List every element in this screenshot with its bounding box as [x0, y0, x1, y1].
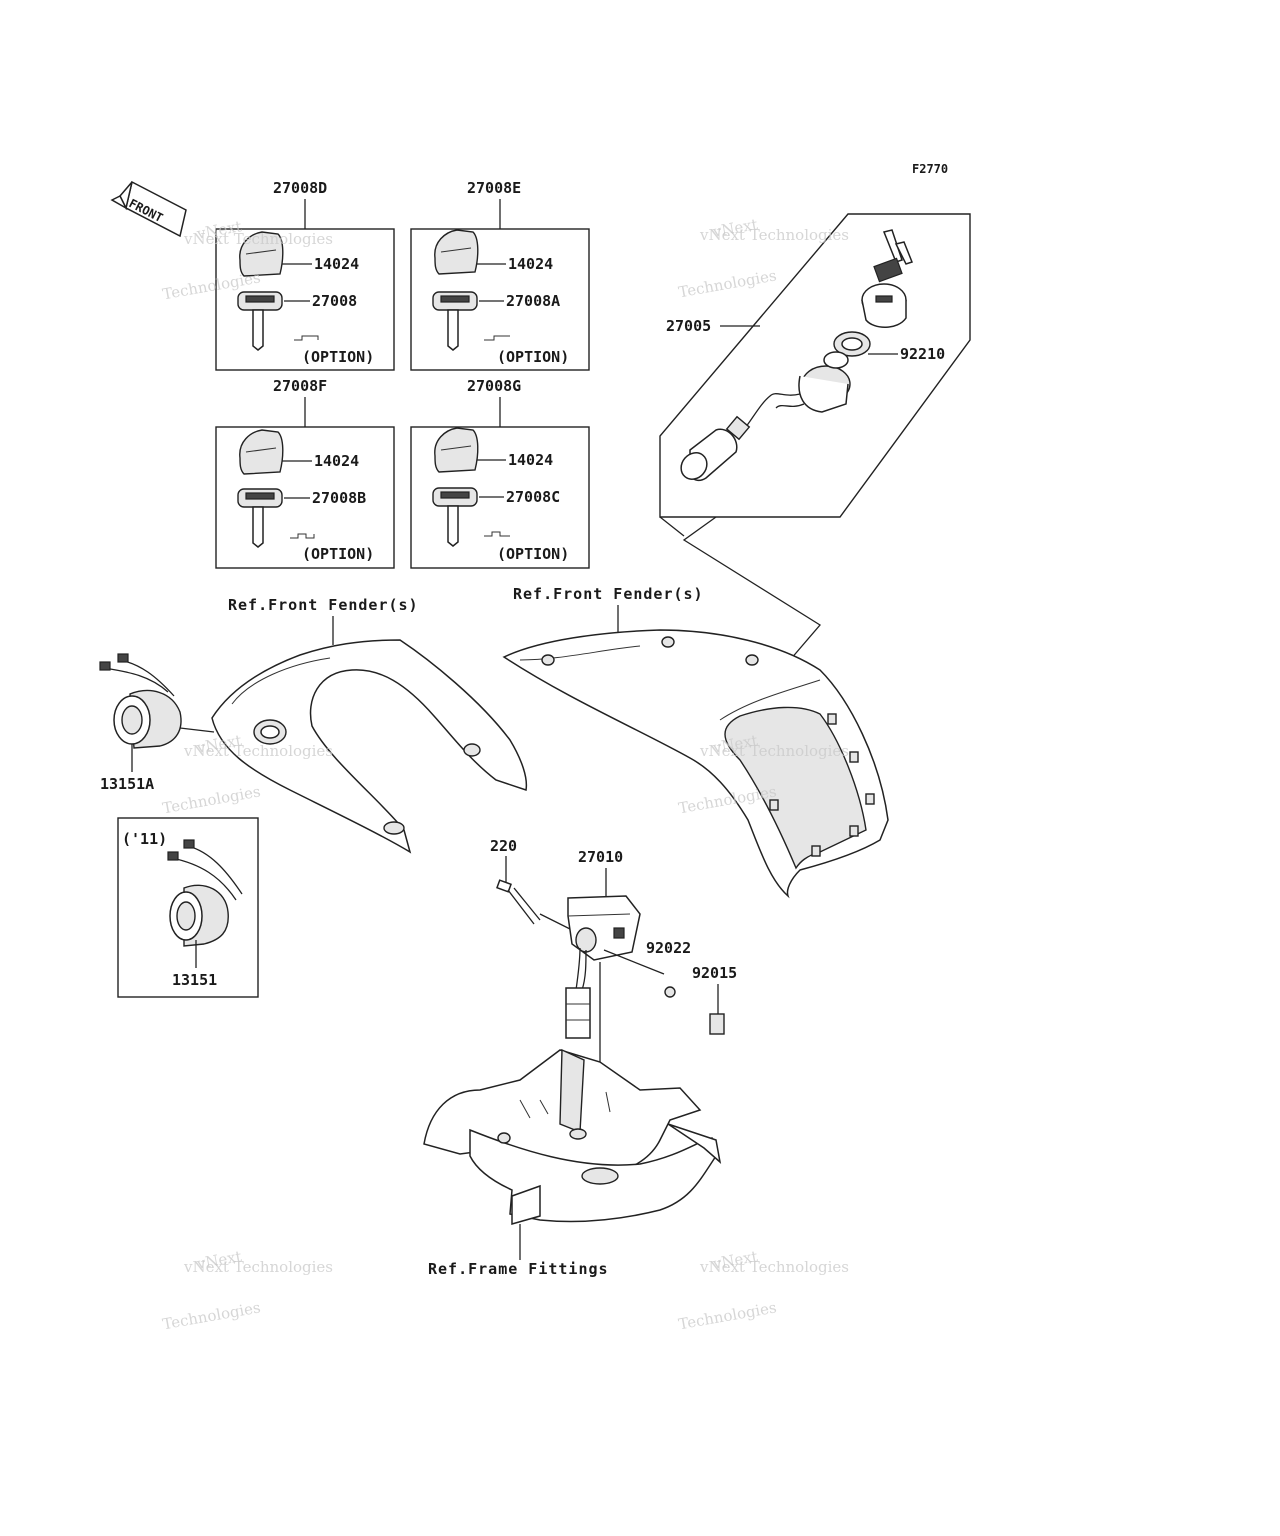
watermark-6: vNext vNext Technologies Technologies	[677, 1247, 849, 1333]
key-set-27008d: 27008D 14024 27008 (OPTION)	[215, 179, 395, 371]
nut-clip-icon	[709, 1013, 725, 1035]
option-note: (OPTION)	[302, 545, 374, 563]
key-cut-icon	[290, 533, 315, 539]
key-head-part: 14024	[314, 255, 359, 273]
svg-text:vNext Technologies: vNext Technologies	[699, 1258, 849, 1276]
ref-fender-right: Ref.Front Fender(s)	[513, 585, 704, 603]
ignition-switch-assembly: 27005 92210	[659, 213, 971, 537]
key-cut-icon	[484, 531, 510, 537]
washer-icon	[664, 986, 676, 998]
ignition-switch-code: 27005	[666, 317, 711, 335]
bracket-parts: 220 27010 92022 92015	[490, 837, 737, 1148]
switch-box-icon	[567, 895, 641, 961]
key-set-27008e: 27008E 14024 27008A (OPTION)	[410, 179, 590, 371]
key-blade-part: 27008C	[506, 488, 560, 506]
key-head-part: 14024	[508, 451, 553, 469]
socket-a-code: 13151A	[100, 775, 154, 793]
svg-text:vNext Technologies: vNext Technologies	[183, 742, 333, 760]
right-fender: Ref.Front Fender(s)	[502, 585, 889, 899]
key-blade-icon	[432, 291, 478, 351]
svg-text:Technologies: Technologies	[677, 1298, 778, 1333]
switch-part: 27010	[578, 848, 623, 866]
key-set-code: 27008E	[467, 179, 521, 197]
nut-clip-part: 92015	[692, 964, 737, 982]
socket-inset: ('11) 13151	[117, 817, 259, 998]
key-cut-icon	[294, 335, 319, 341]
option-note: (OPTION)	[302, 348, 374, 366]
bolt-icon	[496, 879, 541, 925]
connector-icon	[680, 428, 738, 481]
key-blade-icon	[237, 291, 283, 351]
key-head-icon	[434, 229, 479, 275]
left-fender: Ref.Front Fender(s)	[211, 596, 528, 854]
svg-text:vNext Technologies: vNext Technologies	[699, 742, 849, 760]
key-blade-part: 27008	[312, 292, 357, 310]
svg-text:Technologies: Technologies	[677, 266, 778, 301]
key-blade-icon	[432, 487, 478, 547]
key-set-code: 27008G	[467, 377, 521, 395]
ignition-key-icon	[873, 229, 913, 283]
wire-harness-icon	[741, 393, 801, 433]
svg-text:vNext Technologies: vNext Technologies	[699, 226, 849, 244]
nut-ring-icon	[833, 331, 871, 357]
key-set-27008g: 27008G 14024 27008C (OPTION)	[410, 377, 590, 569]
key-head-icon	[239, 429, 284, 475]
inset-code: 13151	[172, 971, 217, 989]
svg-text:Technologies: Technologies	[161, 782, 262, 817]
bolt-part: 220	[490, 837, 517, 855]
key-blade-part: 27008A	[506, 292, 560, 310]
option-note: (OPTION)	[497, 545, 569, 563]
inset-year: ('11)	[122, 830, 167, 848]
key-set-27008f: 27008F 14024 27008B (OPTION)	[215, 377, 395, 569]
nut-part: 92210	[900, 345, 945, 363]
socket-wire-icon	[103, 667, 169, 693]
key-head-part: 14024	[314, 452, 359, 470]
option-note: (OPTION)	[497, 348, 569, 366]
frame-fittings: Ref.Frame Fittings	[423, 1048, 722, 1278]
key-head-part: 14024	[508, 255, 553, 273]
svg-text:Technologies: Technologies	[161, 1298, 262, 1333]
key-cut-icon	[484, 335, 510, 341]
front-arrow-icon: FRONT	[110, 180, 187, 238]
key-set-code: 27008D	[273, 179, 327, 197]
svg-text:vNext Technologies: vNext Technologies	[183, 1258, 333, 1276]
key-head-icon	[434, 427, 479, 473]
socket-13151a: 13151A	[99, 653, 215, 793]
diagram-code: F2770	[912, 162, 948, 176]
svg-text:vNext Technologies: vNext Technologies	[183, 230, 333, 248]
lock-cylinder-icon	[861, 283, 907, 328]
key-set-code: 27008F	[273, 377, 327, 395]
leader-line	[682, 516, 821, 661]
ref-frame: Ref.Frame Fittings	[428, 1260, 609, 1278]
watermark-2: vNext vNext Technologies Technologies	[677, 215, 849, 301]
ref-fender-left: Ref.Front Fender(s)	[228, 596, 419, 614]
watermark-5: vNext vNext Technologies Technologies	[161, 1247, 333, 1333]
key-blade-icon	[237, 488, 283, 548]
key-head-icon	[239, 231, 284, 277]
key-blade-part: 27008B	[312, 489, 366, 507]
switch-body-icon	[798, 351, 851, 413]
switch-wire-icon	[575, 947, 581, 991]
washer-part: 92022	[646, 939, 691, 957]
